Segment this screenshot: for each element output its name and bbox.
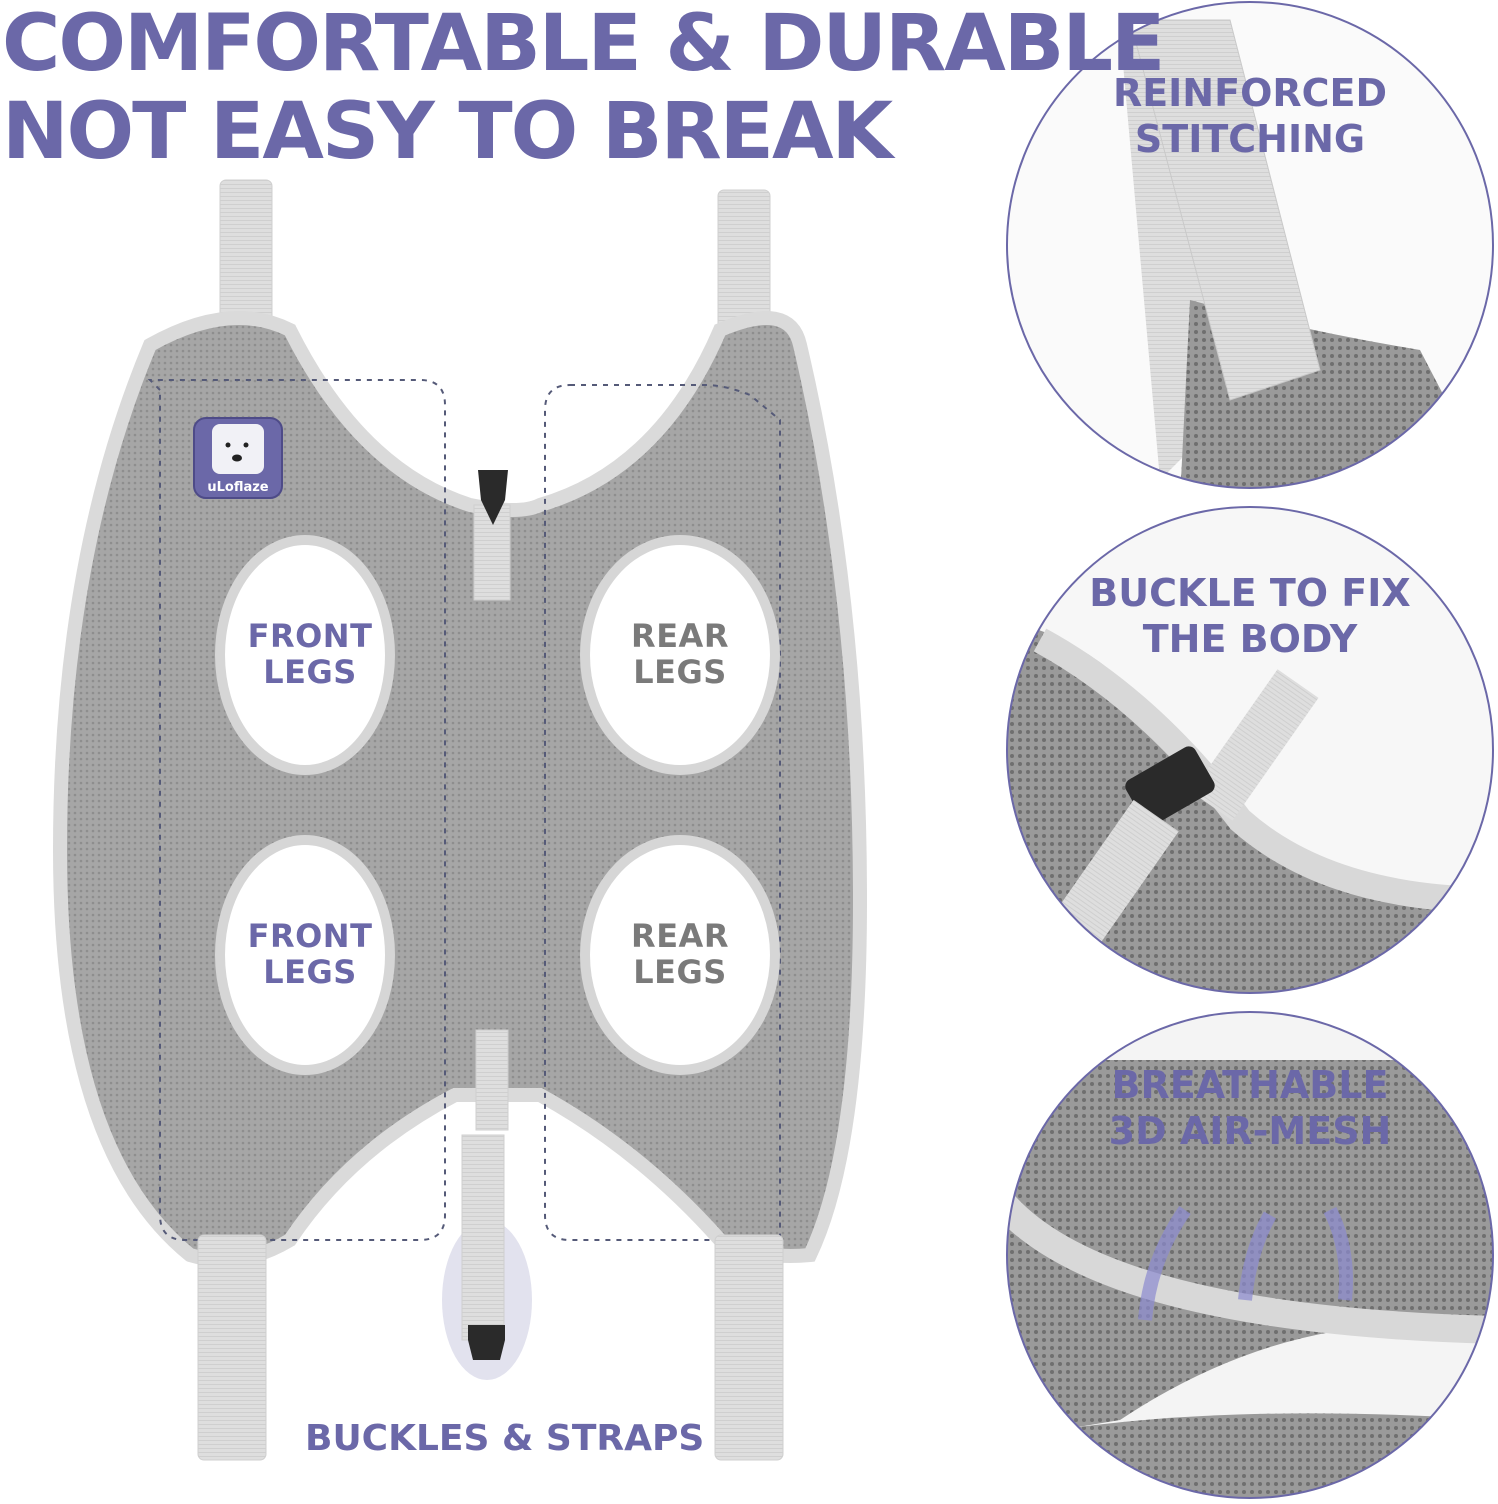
brand-logo-icon: uLoflaze — [193, 417, 283, 499]
page-title: COMFORTABLE & DURABLE NOT EASY TO BREAK — [2, 0, 1165, 176]
headline-line-1: COMFORTABLE & DURABLE — [2, 0, 1165, 89]
headline-line-2: NOT EASY TO BREAK — [2, 87, 893, 177]
svg-text:uLoflaze: uLoflaze — [207, 480, 268, 495]
buckles-straps-label: BUCKLES & STRAPS — [305, 1418, 705, 1459]
